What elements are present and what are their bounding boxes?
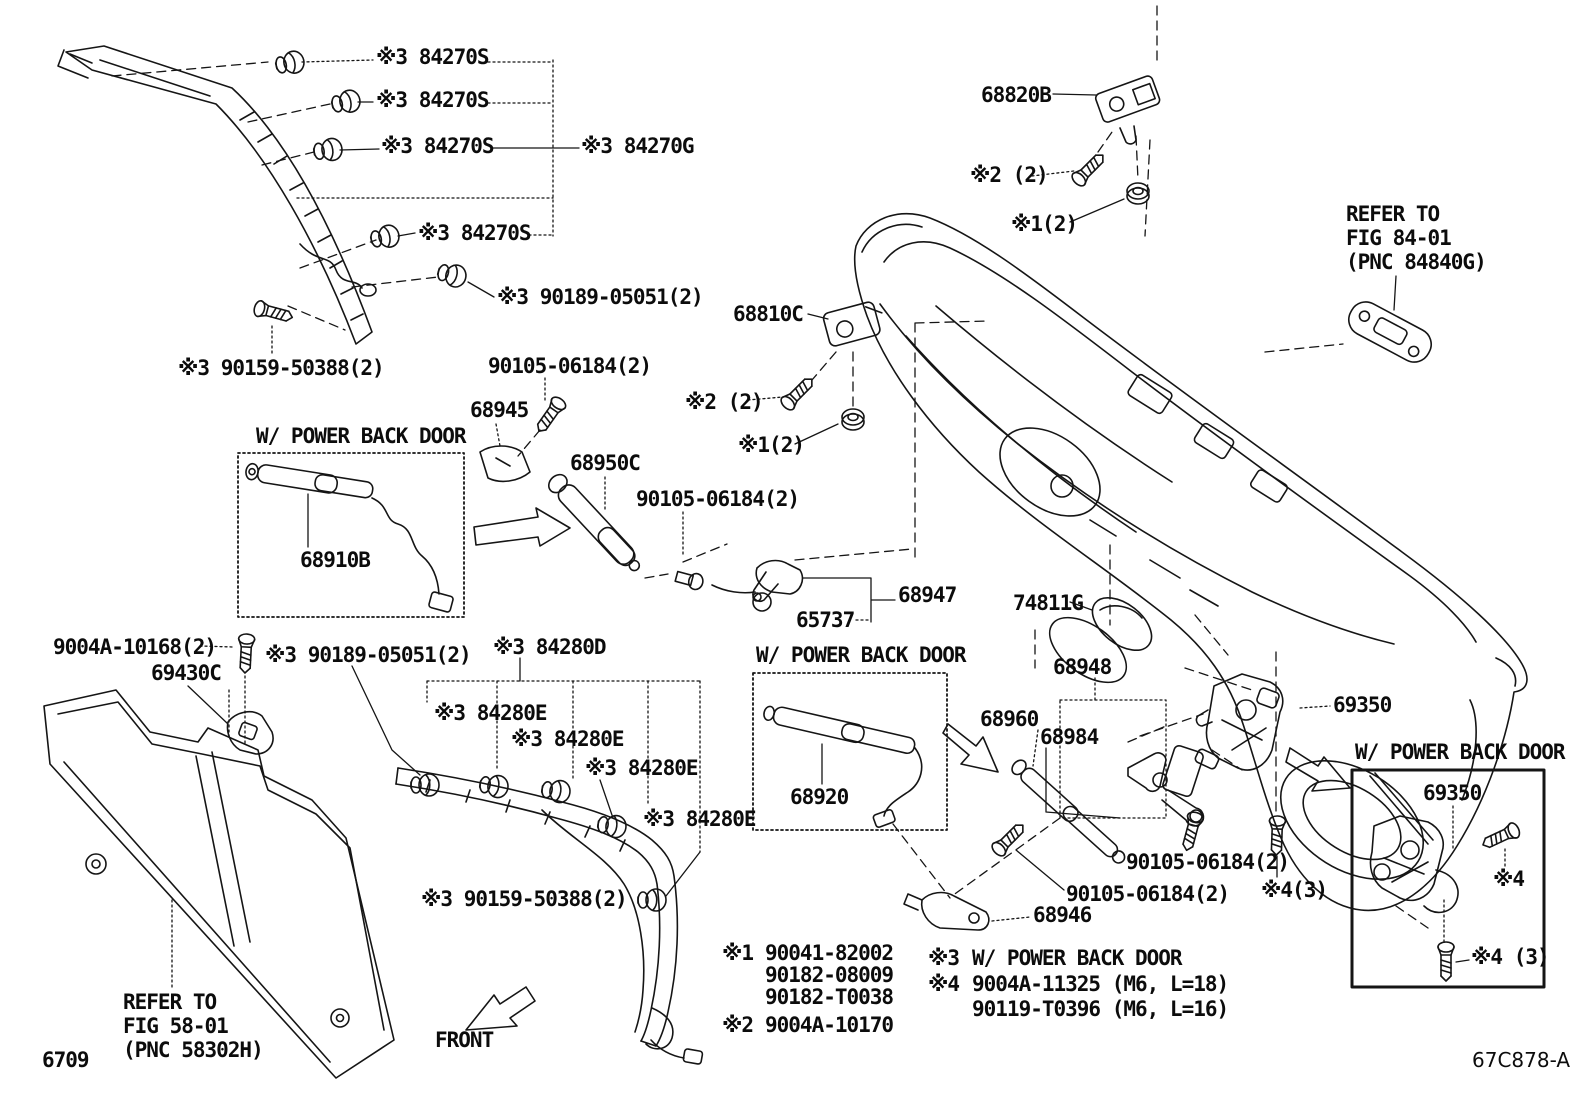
ref-mark-4: ※4 xyxy=(1493,867,1525,891)
callout-84270s-3[interactable]: ※3 84270S xyxy=(381,134,495,158)
callout-90105-1[interactable]: 90105-06184(2) xyxy=(488,354,652,378)
ref-mark-2-2-b: ※2 (2) xyxy=(970,163,1049,187)
power-back-door-box-1 xyxy=(237,452,465,618)
front-arrow-icon xyxy=(465,986,536,1031)
callout-84280e-1[interactable]: ※3 84280E xyxy=(434,701,548,725)
drawing-code: 67C878-A xyxy=(1472,1048,1571,1072)
box2-title: W/ POWER BACK DOOR xyxy=(756,643,967,667)
callout-68946[interactable]: 68946 xyxy=(1033,903,1092,927)
ref-mark-2-2-a: ※2 (2) xyxy=(685,390,764,414)
callout-84280e-3[interactable]: ※3 84280E xyxy=(585,756,699,780)
callout-68984[interactable]: 68984 xyxy=(1040,725,1099,749)
back-door-panel xyxy=(853,213,1528,912)
callout-68945[interactable]: 68945 xyxy=(470,398,529,422)
lower-trim-board xyxy=(43,689,395,1079)
callout-84270s-1[interactable]: ※3 84270S xyxy=(376,45,490,69)
legend-value-1b: 90182-08009 xyxy=(765,963,894,987)
callout-65737[interactable]: 65737 xyxy=(796,608,855,632)
note-fig58-line2: FIG 58-01 xyxy=(123,1014,229,1038)
front-label: FRONT xyxy=(435,1028,494,1052)
back-door-stay-lower xyxy=(892,677,1243,899)
note-fig84: REFER TO FIG 84-01 (PNC 84840G) xyxy=(1346,202,1487,274)
callout-84270s-4[interactable]: ※3 84270S xyxy=(418,221,532,245)
figure-number: 6709 xyxy=(42,1048,90,1072)
legend-value-4a: 9004A-11325 (M6, L=18) xyxy=(972,972,1229,996)
legend-value-1c: 90182-T0038 xyxy=(765,985,894,1009)
callout-68820b[interactable]: 68820B xyxy=(981,83,1052,107)
legend-ref-1: ※1 xyxy=(722,941,754,965)
callout-74811g[interactable]: 74811G xyxy=(1013,591,1084,615)
back-door-stay-upper xyxy=(479,377,704,591)
callout-90189-1[interactable]: ※3 90189-05051(2) xyxy=(497,285,704,309)
back-door-garnish-strip xyxy=(395,657,704,1065)
callout-90159-1[interactable]: ※3 90159-50388(2) xyxy=(178,356,385,380)
clip-icon xyxy=(273,48,470,291)
callout-68920[interactable]: 68920 xyxy=(790,785,849,809)
power-back-door-box-2 xyxy=(752,672,948,831)
callout-84280d[interactable]: ※3 84280D xyxy=(493,635,607,659)
detail-arrow-icon xyxy=(1285,747,1351,792)
legend-value-2a: 9004A-10170 xyxy=(765,1013,894,1037)
back-door-hinge-right xyxy=(1031,5,1161,237)
ref-mark-1-2-b: ※1(2) xyxy=(1011,212,1078,236)
note-fig84-line1: REFER TO xyxy=(1346,202,1440,226)
back-door-switch xyxy=(1264,275,1432,363)
legend-value-4b: 90119-T0396 (M6, L=16) xyxy=(972,997,1229,1021)
ref-mark-4-3-a: ※4 (3) xyxy=(1471,945,1550,969)
callout-69350-1[interactable]: 69350 xyxy=(1333,693,1392,717)
callout-90159-2[interactable]: ※3 90159-50388(2) xyxy=(421,887,628,911)
detail-arrow-icon xyxy=(473,507,571,547)
callout-84270g[interactable]: ※3 84270G xyxy=(581,134,695,158)
damper-stay-bracket xyxy=(187,632,421,776)
callout-68960[interactable]: 68960 xyxy=(980,707,1039,731)
callout-68810c[interactable]: 68810C xyxy=(733,302,804,326)
callout-84280e-4[interactable]: ※3 84280E xyxy=(643,807,757,831)
legend-ref-3: ※3 xyxy=(928,946,960,970)
back-door-cap xyxy=(1069,596,1153,652)
legend-ref-2: ※2 xyxy=(722,1013,754,1037)
callout-84280e-2[interactable]: ※3 84280E xyxy=(511,727,625,751)
legend-value-3a: W/ POWER BACK DOOR xyxy=(972,946,1183,970)
callout-68910b[interactable]: 68910B xyxy=(300,548,371,572)
callout-69430c[interactable]: 69430C xyxy=(151,661,222,685)
callout-68947[interactable]: 68947 xyxy=(898,583,957,607)
ref-mark-4-3-b: ※4(3) xyxy=(1261,878,1328,902)
lock-cable-and-cushion xyxy=(682,543,913,623)
note-fig58: REFER TO FIG 58-01 (PNC 58302H) xyxy=(123,990,264,1062)
legend-ref-4: ※4 xyxy=(928,972,960,996)
note-fig84-line3: (PNC 84840G) xyxy=(1346,250,1487,274)
back-door-hinge-left xyxy=(747,301,883,445)
power-back-door-box-3 xyxy=(1350,768,1546,989)
callout-9004a-10168[interactable]: 9004A-10168(2) xyxy=(53,635,217,659)
back-door-lock xyxy=(1195,651,1331,878)
detail-arrow-icon xyxy=(942,723,999,773)
callout-90105-2[interactable]: 90105-06184(2) xyxy=(636,487,800,511)
note-fig58-line1: REFER TO xyxy=(123,990,217,1014)
callout-68950c[interactable]: 68950C xyxy=(570,451,641,475)
box3-title: W/ POWER BACK DOOR xyxy=(1355,740,1566,764)
callout-84270s-2[interactable]: ※3 84270S xyxy=(376,88,490,112)
ref-mark-1-2-a: ※1(2) xyxy=(738,433,805,457)
callout-90105-3[interactable]: 90105-06184(2) xyxy=(1126,850,1290,874)
box1-title: W/ POWER BACK DOOR xyxy=(256,424,467,448)
callout-90105-4[interactable]: 90105-06184(2) xyxy=(1066,882,1230,906)
callout-90189-2[interactable]: ※3 90189-05051(2) xyxy=(265,643,472,667)
upper-garnish-strip xyxy=(57,45,377,345)
legend-value-1a: 90041-82002 xyxy=(765,941,894,965)
note-fig84-line2: FIG 84-01 xyxy=(1346,226,1452,250)
stay-bracket-lower xyxy=(903,891,1031,931)
screw-icon xyxy=(251,298,296,326)
note-fig58-line3: (PNC 58302H) xyxy=(123,1038,264,1062)
callout-68948[interactable]: 68948 xyxy=(1053,655,1112,679)
callout-69350-2[interactable]: 69350 xyxy=(1423,781,1482,805)
